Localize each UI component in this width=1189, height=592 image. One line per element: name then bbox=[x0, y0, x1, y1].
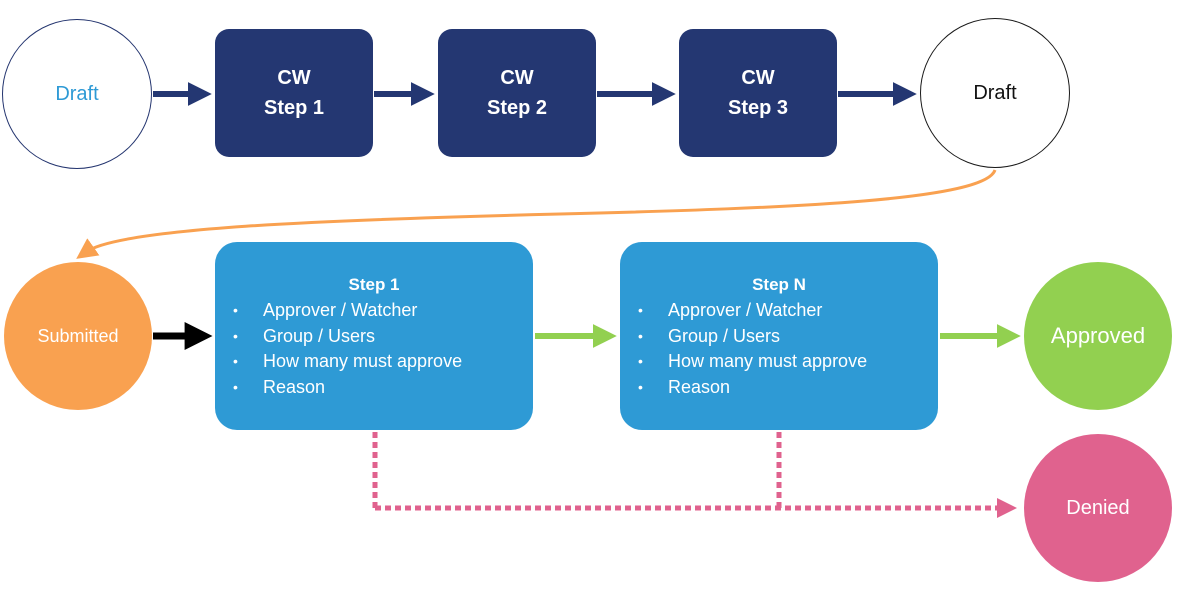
list-item: Approver / Watcher bbox=[233, 298, 533, 324]
approval-step-n-list: Approver / Watcher Group / Users How man… bbox=[638, 298, 938, 400]
cw-step-1-line1: CW bbox=[277, 67, 311, 89]
list-item: Approver / Watcher bbox=[638, 298, 938, 324]
cw-step-3-line1: CW bbox=[741, 67, 775, 89]
arrow-draft-to-submitted bbox=[76, 169, 997, 259]
list-item: How many must approve bbox=[233, 349, 533, 375]
approval-step-n-node[interactable]: Step N Approver / Watcher Group / Users … bbox=[620, 242, 938, 430]
cw-step-3-node[interactable]: CW Step 3 bbox=[679, 29, 837, 157]
draft-end-label: Draft bbox=[973, 81, 1017, 104]
cw-step-2-node[interactable]: CW Step 2 bbox=[438, 29, 596, 157]
cw-step-1-line2: Step 1 bbox=[263, 97, 325, 119]
draft-start-node[interactable]: Draft bbox=[2, 19, 152, 169]
list-item: Reason bbox=[638, 375, 938, 401]
approved-node[interactable]: Approved bbox=[1024, 262, 1172, 410]
list-item: Reason bbox=[233, 375, 533, 401]
approved-label: Approved bbox=[1050, 323, 1146, 348]
approval-step-1-title: Step 1 bbox=[348, 275, 400, 294]
approval-step-1-node[interactable]: Step 1 Approver / Watcher Group / Users … bbox=[215, 242, 533, 430]
approval-step-n-title: Step N bbox=[752, 275, 806, 294]
submitted-label: Submitted bbox=[37, 325, 119, 346]
list-item: Group / Users bbox=[638, 324, 938, 350]
cw-step-2-line2: Step 2 bbox=[486, 97, 548, 119]
draft-start-label: Draft bbox=[55, 82, 99, 105]
denied-label: Denied bbox=[1066, 496, 1130, 519]
denied-node[interactable]: Denied bbox=[1024, 434, 1172, 582]
cw-step-1-node[interactable]: CW Step 1 bbox=[215, 29, 373, 157]
list-item: How many must approve bbox=[638, 349, 938, 375]
submitted-node[interactable]: Submitted bbox=[4, 262, 152, 410]
approval-step-1-list: Approver / Watcher Group / Users How man… bbox=[233, 298, 533, 400]
cw-step-2-line1: CW bbox=[500, 67, 534, 89]
cw-step-3-line2: Step 3 bbox=[727, 97, 789, 119]
draft-end-node[interactable]: Draft bbox=[920, 18, 1070, 168]
list-item: Group / Users bbox=[233, 324, 533, 350]
